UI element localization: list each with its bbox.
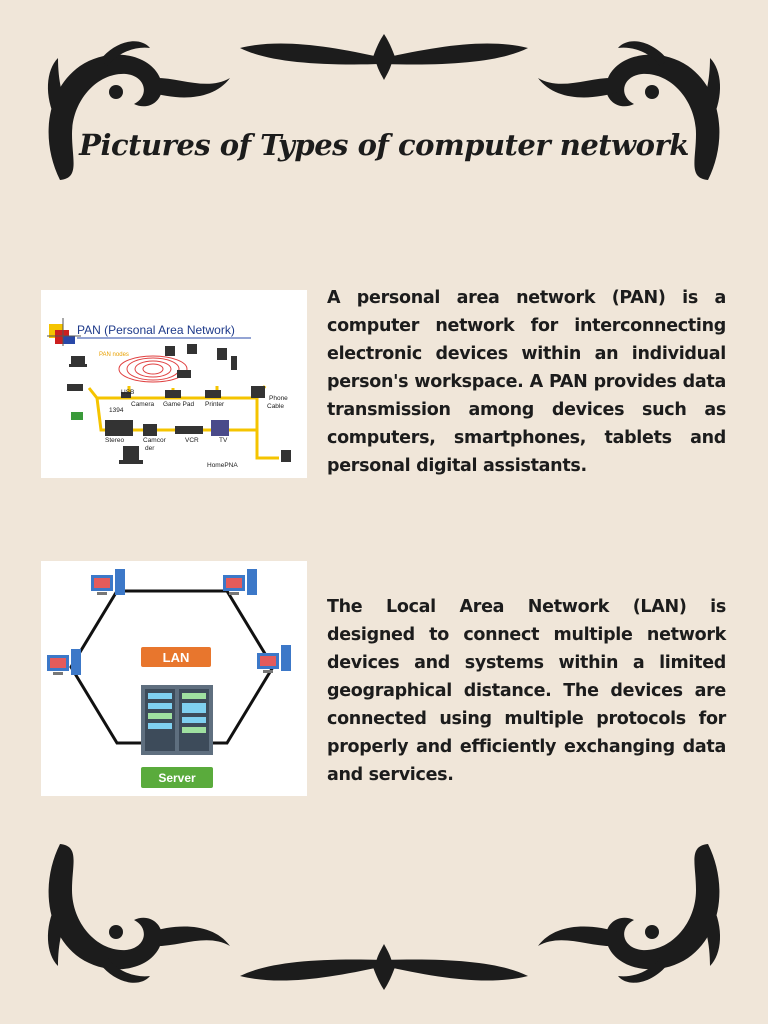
computer-icon: [91, 569, 125, 595]
lan-label: LAN: [163, 650, 190, 665]
pan-description: A personal area network (PAN) is a compu…: [327, 288, 726, 476]
pan-heading: PAN (Personal Area Network): [77, 323, 235, 337]
lan-diagram: LAN Server: [41, 561, 307, 796]
page-title: Pictures of Types of computer network: [79, 128, 689, 162]
camcorder-label-1: Camcor: [143, 437, 167, 444]
camcorder-label-2: der: [145, 445, 155, 452]
phone-label: Phone: [269, 395, 288, 402]
homepna-label: HomePNA: [207, 462, 238, 469]
usb-label: USB: [121, 389, 134, 396]
cable-label: Cable: [267, 403, 284, 410]
stereo-label: Stereo: [105, 437, 125, 444]
1394-label: 1394: [109, 407, 124, 414]
lan-description: The Local Area Network (LAN) is designed…: [327, 597, 726, 785]
server-rack-icon: [141, 685, 213, 755]
server-label: Server: [158, 771, 196, 785]
tv-label: TV: [219, 437, 228, 444]
pan-nodes-label: PAN nodes: [99, 352, 129, 358]
gamepad-label: Game Pad: [163, 401, 194, 408]
pan-diagram: PAN (Personal Area Network) PAN nodes: [41, 290, 307, 478]
vcr-label: VCR: [185, 437, 199, 444]
printer-label: Printer: [205, 401, 225, 408]
camera-label: Camera: [131, 401, 155, 408]
